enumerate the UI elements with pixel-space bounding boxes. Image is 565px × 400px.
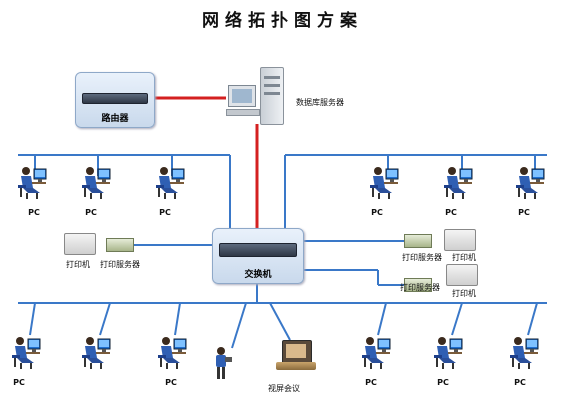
video-conference-label: 视屏会议 (268, 384, 300, 393)
user-workstation-icon (509, 336, 539, 370)
video-conference-icon (276, 338, 316, 372)
right-print-links (302, 240, 404, 286)
user-workstation-icon (17, 166, 47, 200)
server-icon (226, 67, 290, 125)
router-device: 路由器 (75, 72, 155, 128)
print-server-icon (404, 278, 432, 292)
router-label: 路由器 (101, 114, 129, 124)
lan-bus-top-right (284, 154, 547, 228)
printer-icon (446, 264, 478, 286)
user-workstation-icon (81, 336, 111, 370)
pc-label: PC (13, 378, 25, 387)
switch-label: 交换机 (244, 270, 272, 280)
pc-label: PC (165, 378, 177, 387)
switch-icon (219, 243, 297, 257)
print-server-icon (404, 234, 432, 248)
pc-label: PC (28, 208, 40, 217)
lan-bus-top-left (18, 154, 231, 228)
user-workstation-icon (433, 336, 463, 370)
print-server-label: 打印服务器 (402, 253, 442, 262)
router-icon (82, 93, 148, 104)
print-server-label: 打印服务器 (100, 260, 140, 269)
pc-label: PC (514, 378, 526, 387)
printer-icon (444, 229, 476, 251)
db-server-label: 数据库服务器 (296, 98, 344, 107)
pc-label: PC (365, 378, 377, 387)
user-workstation-icon (443, 166, 473, 200)
pc-label: PC (518, 208, 530, 217)
print-server-label: 打印服务器 (400, 283, 440, 292)
user-workstation-icon (11, 336, 41, 370)
switch-device: 交换机 (212, 228, 304, 284)
pc-label: PC (445, 208, 457, 217)
pc-label: PC (437, 378, 449, 387)
printer-label: 打印机 (452, 289, 476, 298)
printer-label: 打印机 (452, 253, 476, 262)
pc-label: PC (371, 208, 383, 217)
user-workstation-icon (369, 166, 399, 200)
user-workstation-icon (515, 166, 545, 200)
diagram-title: 网络拓扑图方案 (202, 11, 363, 31)
pc-label: PC (85, 208, 97, 217)
printer-icon (64, 233, 96, 255)
user-workstation-icon (361, 336, 391, 370)
lan-bus-bottom (18, 282, 547, 349)
user-workstation-icon (157, 336, 187, 370)
pc-label: PC (159, 208, 171, 217)
printer-label: 打印机 (66, 260, 90, 269)
user-workstation-icon (81, 166, 111, 200)
camera-icon (216, 347, 232, 379)
user-workstation-icon (155, 166, 185, 200)
print-server-icon (106, 238, 134, 252)
